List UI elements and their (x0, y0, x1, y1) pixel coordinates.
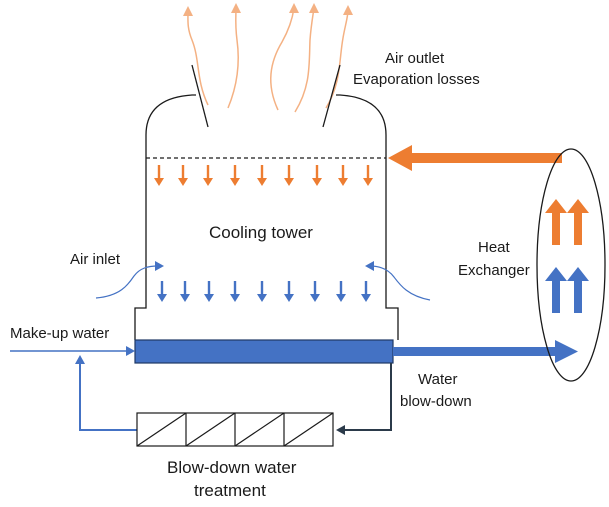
cold-drop-head-5 (257, 294, 267, 302)
blowdown-treatment-unit (136, 412, 334, 447)
water-basin (134, 339, 394, 364)
hot-drop-head-5 (257, 178, 267, 186)
treatment-label-line2: treatment (194, 481, 266, 500)
hot-drop-head-7 (312, 178, 322, 186)
air-outlet-label: Air outlet (385, 50, 445, 67)
evap-arrow-1 (187, 11, 209, 106)
treatment-return-line (79, 362, 137, 431)
exchanger-label: Exchanger (458, 262, 530, 279)
basin-right-wall (385, 295, 399, 340)
evaporation-losses-label: Evaporation losses (353, 71, 480, 88)
air-inlet-left-head (155, 261, 164, 271)
blowdown-line (344, 363, 392, 431)
hot-drop-head-8 (338, 178, 348, 186)
outlet-left-lip (191, 64, 209, 128)
evaporation-arrowheads (183, 3, 353, 16)
cold-drop-head-6 (284, 294, 294, 302)
treatment-return-arrowhead (75, 355, 85, 364)
evaporation-arrows (187, 7, 349, 113)
basin-left-wall (134, 295, 147, 340)
cooling-tower-label: Cooling tower (209, 223, 313, 242)
heat-exchanger-cold-arrows (545, 267, 589, 313)
air-inlet-right-head (365, 261, 374, 271)
cold-drop-head-7 (310, 294, 320, 302)
air-inlet-left-arrow (95, 265, 159, 299)
blowdown-arrowhead (336, 425, 345, 435)
heat-label: Heat (478, 239, 511, 256)
hot-drop-head-4 (230, 178, 240, 186)
cold-drop-head-1 (157, 294, 167, 302)
blow-down-label: blow-down (400, 393, 472, 410)
cold-drop-head-9 (361, 294, 371, 302)
air-inlet-label: Air inlet (70, 251, 121, 268)
outlet-right-lip (322, 64, 341, 128)
treatment-label-line1: Blow-down water (167, 458, 297, 477)
tower-right-wall (336, 94, 387, 295)
evap-arrow-3 (270, 7, 295, 111)
evap-arrow-2 (227, 7, 239, 109)
air-inlet-arrows (95, 265, 431, 301)
evap-arrow-5 (325, 9, 349, 109)
cold-drop-head-2 (180, 294, 190, 302)
tower-outline (134, 64, 399, 340)
tower-left-wall (145, 94, 196, 295)
cold-water-drops (157, 281, 371, 302)
hot-drop-head-6 (284, 178, 294, 186)
makeup-water-label: Make-up water (10, 325, 109, 342)
cold-drop-head-3 (204, 294, 214, 302)
heat-exchanger-boundary (536, 148, 606, 382)
cold-drop-head-4 (230, 294, 240, 302)
air-inlet-right-arrow (369, 265, 431, 301)
hot-drop-head-9 (363, 178, 373, 186)
evap-arrow-4 (294, 7, 315, 113)
cold-drop-head-8 (336, 294, 346, 302)
water-label: Water (418, 371, 457, 388)
heat-exchanger-hot-arrows (545, 199, 589, 245)
hot-water-return-arrow (388, 145, 562, 171)
hot-drop-head-1 (154, 178, 164, 186)
makeup-water-arrowhead (126, 346, 135, 356)
cold-water-supply-arrow (393, 340, 578, 363)
hot-water-drops (154, 165, 373, 186)
hot-drop-head-2 (178, 178, 188, 186)
hot-drop-head-3 (203, 178, 213, 186)
